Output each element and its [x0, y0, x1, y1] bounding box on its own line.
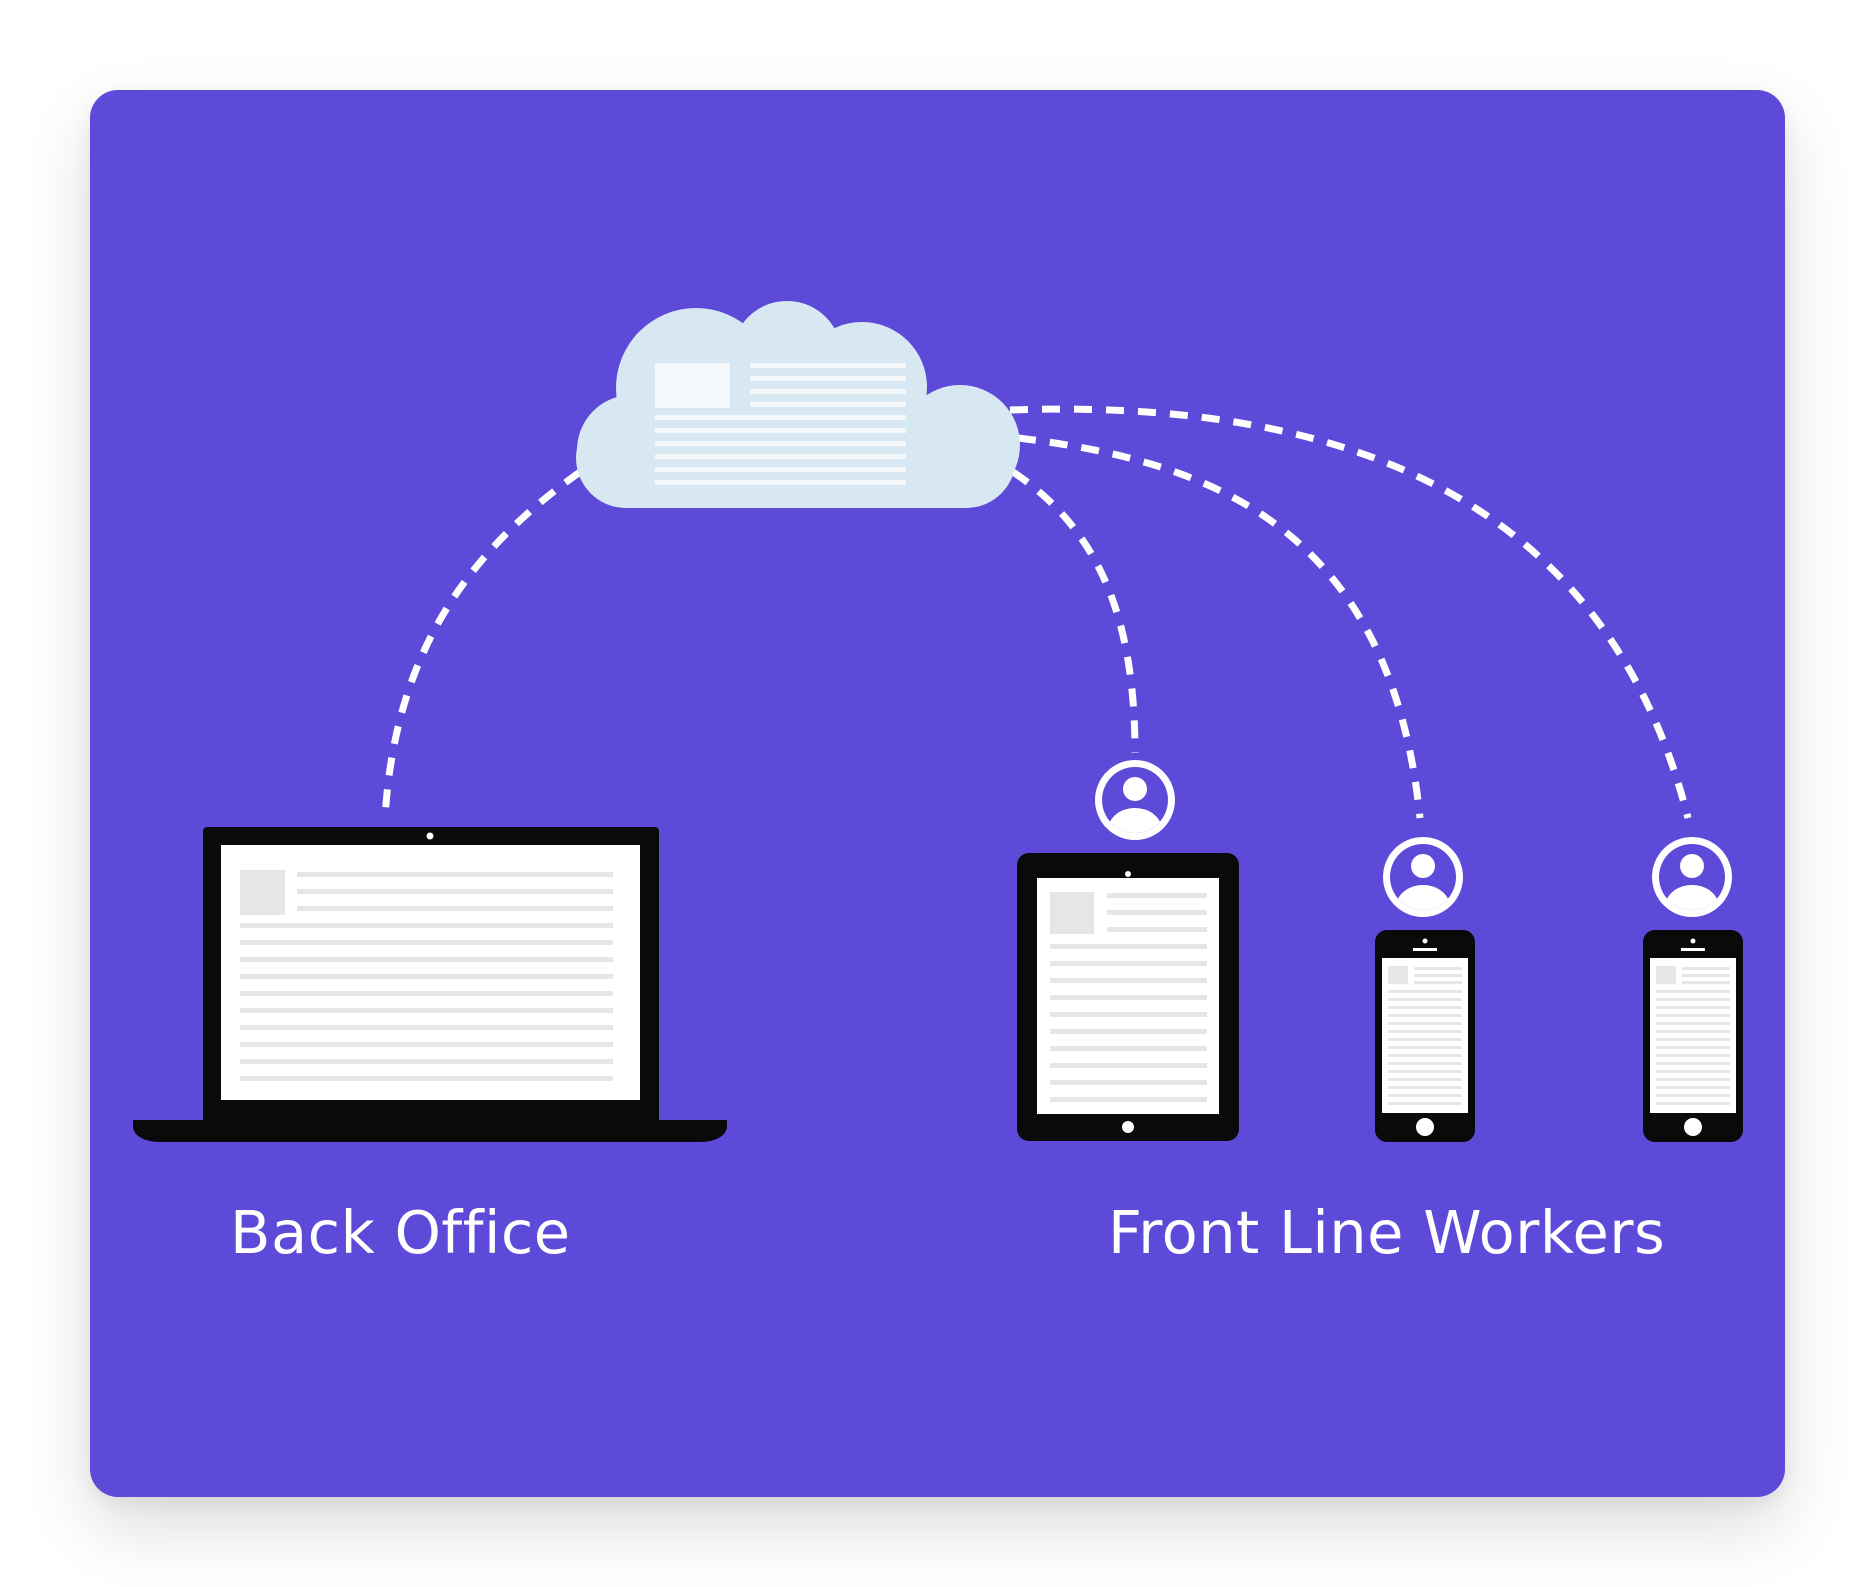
connectors: [381, 405, 1692, 819]
connector-back-office: [381, 469, 583, 819]
user-icon: [1383, 837, 1463, 917]
connector-phone-1: [1017, 434, 1424, 819]
back-office-label: Back Office: [230, 1198, 571, 1267]
cloud-icon: [576, 301, 1020, 508]
connector-phone-2: [1009, 405, 1692, 819]
user-icon: [1652, 837, 1732, 917]
tablet-icon: [1017, 853, 1239, 1141]
laptop-icon: [133, 827, 727, 1142]
diagram-card: [90, 90, 1785, 1497]
connector-tablet: [1011, 469, 1139, 754]
phone-icon: [1375, 930, 1475, 1142]
phone-icon: [1643, 930, 1743, 1142]
front-line-workers-label: Front Line Workers: [1108, 1198, 1666, 1267]
user-icon: [1095, 760, 1175, 840]
